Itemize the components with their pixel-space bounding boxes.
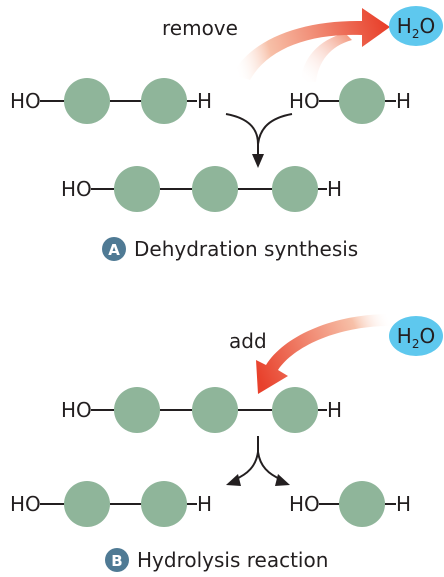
h-label: H bbox=[396, 492, 411, 516]
water-formula-bottom: H2O bbox=[397, 324, 435, 351]
ho-label: HO bbox=[10, 89, 41, 113]
monomer bbox=[272, 166, 318, 212]
split-arrow-head-left bbox=[226, 474, 241, 486]
panel-dehydration: remove H2O HO H HO H bbox=[10, 6, 443, 261]
badge-b-letter: B bbox=[111, 552, 122, 570]
ho-label: HO bbox=[61, 398, 92, 422]
monomer bbox=[339, 481, 385, 527]
remove-arrow bbox=[232, 8, 390, 80]
badge-b bbox=[105, 548, 129, 572]
caption-a-text: Dehydration synthesis bbox=[134, 237, 358, 261]
trimer-product: HO H bbox=[61, 166, 342, 212]
monomer bbox=[192, 387, 238, 433]
caption-a: A Dehydration synthesis bbox=[102, 237, 358, 261]
monomer bbox=[339, 78, 385, 124]
water-bubble-top: H2O bbox=[389, 6, 443, 46]
badge-a bbox=[102, 237, 126, 261]
water-formula-top: H2O bbox=[397, 14, 435, 41]
monomer-right: HO H bbox=[289, 78, 411, 124]
caption-b: B Hydrolysis reaction bbox=[105, 548, 328, 572]
merge-arrow-head bbox=[252, 154, 264, 168]
remove-arrow-secondary bbox=[300, 33, 352, 82]
monomer bbox=[114, 166, 160, 212]
water-bubble-bottom-shape bbox=[389, 316, 443, 356]
monomer bbox=[192, 166, 238, 212]
monomer bbox=[114, 387, 160, 433]
add-label: add bbox=[229, 329, 267, 353]
monomer bbox=[141, 481, 187, 527]
monomer bbox=[64, 481, 110, 527]
dimer-left: HO H bbox=[10, 78, 212, 124]
panel-hydrolysis: H2O add HO H HO bbox=[10, 314, 443, 572]
monomer-product: HO H bbox=[289, 481, 411, 527]
ho-label: HO bbox=[10, 492, 41, 516]
caption-b-text: Hydrolysis reaction bbox=[137, 548, 328, 572]
ho-label: HO bbox=[289, 89, 320, 113]
h-label: H bbox=[396, 89, 411, 113]
monomer bbox=[141, 78, 187, 124]
ho-label: HO bbox=[61, 177, 92, 201]
monomer bbox=[272, 387, 318, 433]
dimer-product: HO H bbox=[10, 481, 212, 527]
h-label: H bbox=[327, 177, 342, 201]
split-arrow bbox=[233, 436, 283, 481]
water-bubble-top-shape bbox=[389, 6, 443, 46]
h-label: H bbox=[197, 492, 212, 516]
remove-label: remove bbox=[162, 16, 238, 40]
water-bubble-bottom: H2O bbox=[389, 316, 443, 356]
monomer bbox=[64, 78, 110, 124]
merge-arrow bbox=[225, 113, 293, 156]
add-arrow bbox=[256, 314, 390, 394]
trimer-reactant: HO H bbox=[61, 387, 342, 433]
badge-a-letter: A bbox=[108, 241, 120, 259]
split-arrow-head-right bbox=[275, 474, 290, 486]
ho-label: HO bbox=[289, 492, 320, 516]
h-label: H bbox=[197, 89, 212, 113]
h-label: H bbox=[327, 398, 342, 422]
